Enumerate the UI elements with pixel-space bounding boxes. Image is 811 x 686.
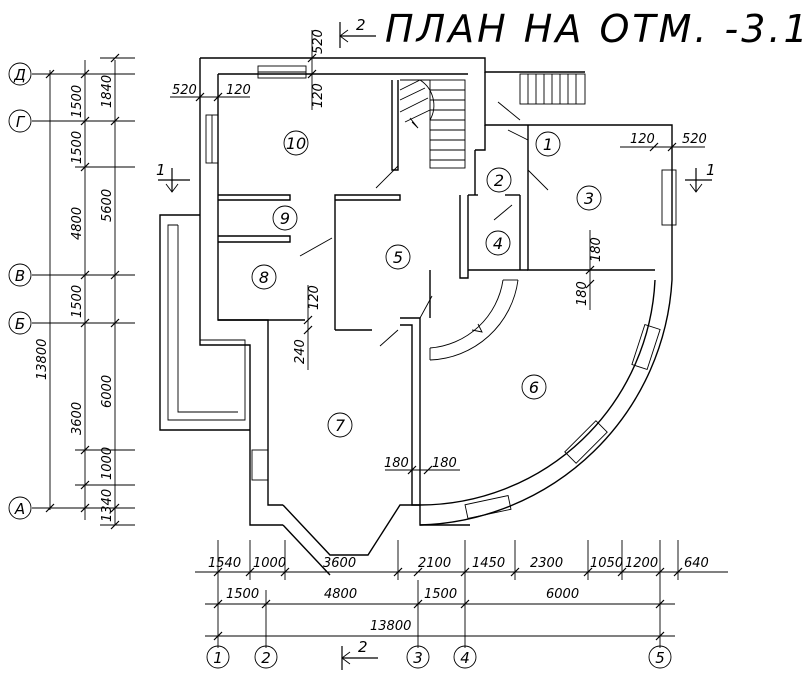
room-2: 2 xyxy=(494,171,504,190)
dim-room7-left: 180 xyxy=(384,456,409,471)
room-4: 4 xyxy=(493,234,503,253)
axis-D: Д xyxy=(13,66,26,84)
axis-B: Б xyxy=(15,315,25,333)
section-mark-bottom-2: 2 xyxy=(341,638,378,670)
dim-wall-top-outer: 520 xyxy=(311,29,326,54)
section-label-left: 1 xyxy=(156,161,166,179)
dim-bottom-4: 2100 xyxy=(418,556,451,571)
dim-left-outer-1: 1840 xyxy=(100,75,115,108)
dim-part-180-a: 180 xyxy=(589,237,604,262)
stairs xyxy=(399,73,586,361)
dim-left-outer-2: 5600 xyxy=(100,189,115,222)
dim-bottom-1: 1540 xyxy=(208,556,241,571)
horizontal-axes: Д Г В Б А xyxy=(8,62,32,520)
left-dimensions: 13800 1500 1500 4800 1500 3600 1000 1340… xyxy=(32,53,135,530)
walls xyxy=(159,57,677,576)
axis-5: 5 xyxy=(655,649,665,667)
dim-part-240: 240 xyxy=(293,339,308,364)
vertical-axes: 1 2 3 4 5 xyxy=(206,645,672,669)
axis-G: Г xyxy=(16,113,26,131)
dim-left-inner-2: 1500 xyxy=(70,131,85,164)
dim-bottom-2: 1000 xyxy=(253,556,286,571)
dim-wall-top-inner: 120 xyxy=(311,83,326,108)
room-labels: 10 9 8 5 1 2 3 4 6 7 xyxy=(251,130,602,438)
room-9: 9 xyxy=(280,209,290,228)
room-7: 7 xyxy=(335,416,346,435)
section-label-bottom: 2 xyxy=(358,638,368,656)
section-label-right: 1 xyxy=(706,161,716,179)
dim-axis-1-2: 1500 xyxy=(226,587,259,602)
dim-bottom-8: 1200 xyxy=(625,556,658,571)
dim-left-inner-3: 4800 xyxy=(70,207,85,240)
dim-axis-4-5: 6000 xyxy=(546,587,579,602)
axis-3: 3 xyxy=(413,649,423,667)
inplan-dimensions: 520 120 520 120 120 520 180 180 120 240 … xyxy=(170,29,707,475)
room-6: 6 xyxy=(529,378,539,397)
dim-wall-tl-left: 520 xyxy=(172,83,197,98)
dim-part-180-b: 180 xyxy=(575,281,590,306)
dim-bottom-9: 640 xyxy=(684,556,709,571)
dim-bottom-total: 13800 xyxy=(370,619,411,634)
dim-room7-right: 180 xyxy=(432,456,457,471)
room-10: 10 xyxy=(286,134,306,153)
room-1: 1 xyxy=(543,135,553,154)
plan-title: ПЛАН НА ОТМ. -3.150 xyxy=(385,7,811,51)
partitions xyxy=(218,80,549,506)
dim-left-outer-3: 6000 xyxy=(100,375,115,408)
axis-1: 1 xyxy=(213,649,223,667)
room-5: 5 xyxy=(393,248,403,267)
dim-bottom-3: 3600 xyxy=(323,556,356,571)
dim-wall-tr-inner: 120 xyxy=(630,132,655,147)
dim-left-total: 13800 xyxy=(35,339,50,380)
room-3: 3 xyxy=(584,189,594,208)
dim-left-inner-5: 3600 xyxy=(70,402,85,435)
dim-part-120: 120 xyxy=(307,285,322,310)
axis-V: В xyxy=(15,267,25,285)
section-marks-1: 1 1 xyxy=(156,161,716,193)
dim-bottom-6: 2300 xyxy=(530,556,563,571)
dim-left-inner-4: 1500 xyxy=(70,285,85,318)
axis-4: 4 xyxy=(460,649,470,667)
section-mark-top-2: 2 xyxy=(339,16,376,48)
dim-axis-3-4: 1500 xyxy=(424,587,457,602)
axis-2: 2 xyxy=(261,649,271,667)
dim-bottom-5: 1450 xyxy=(472,556,505,571)
dim-bottom-7: 1050 xyxy=(590,556,623,571)
room-8: 8 xyxy=(259,268,269,287)
dim-left-inner-1: 1500 xyxy=(70,85,85,118)
bottom-dimensions: 1540 1000 3600 2100 1450 2300 1050 1200 … xyxy=(195,540,728,648)
section-label-top: 2 xyxy=(356,16,366,34)
dim-left-inner-6: 1000 xyxy=(100,447,115,480)
dim-axis-2-3: 4800 xyxy=(324,587,357,602)
axis-A: А xyxy=(14,500,25,518)
dim-wall-tr-outer: 520 xyxy=(682,132,707,147)
dim-left-inner-7: 1340 xyxy=(100,489,115,522)
dim-wall-tl-right: 120 xyxy=(226,83,251,98)
